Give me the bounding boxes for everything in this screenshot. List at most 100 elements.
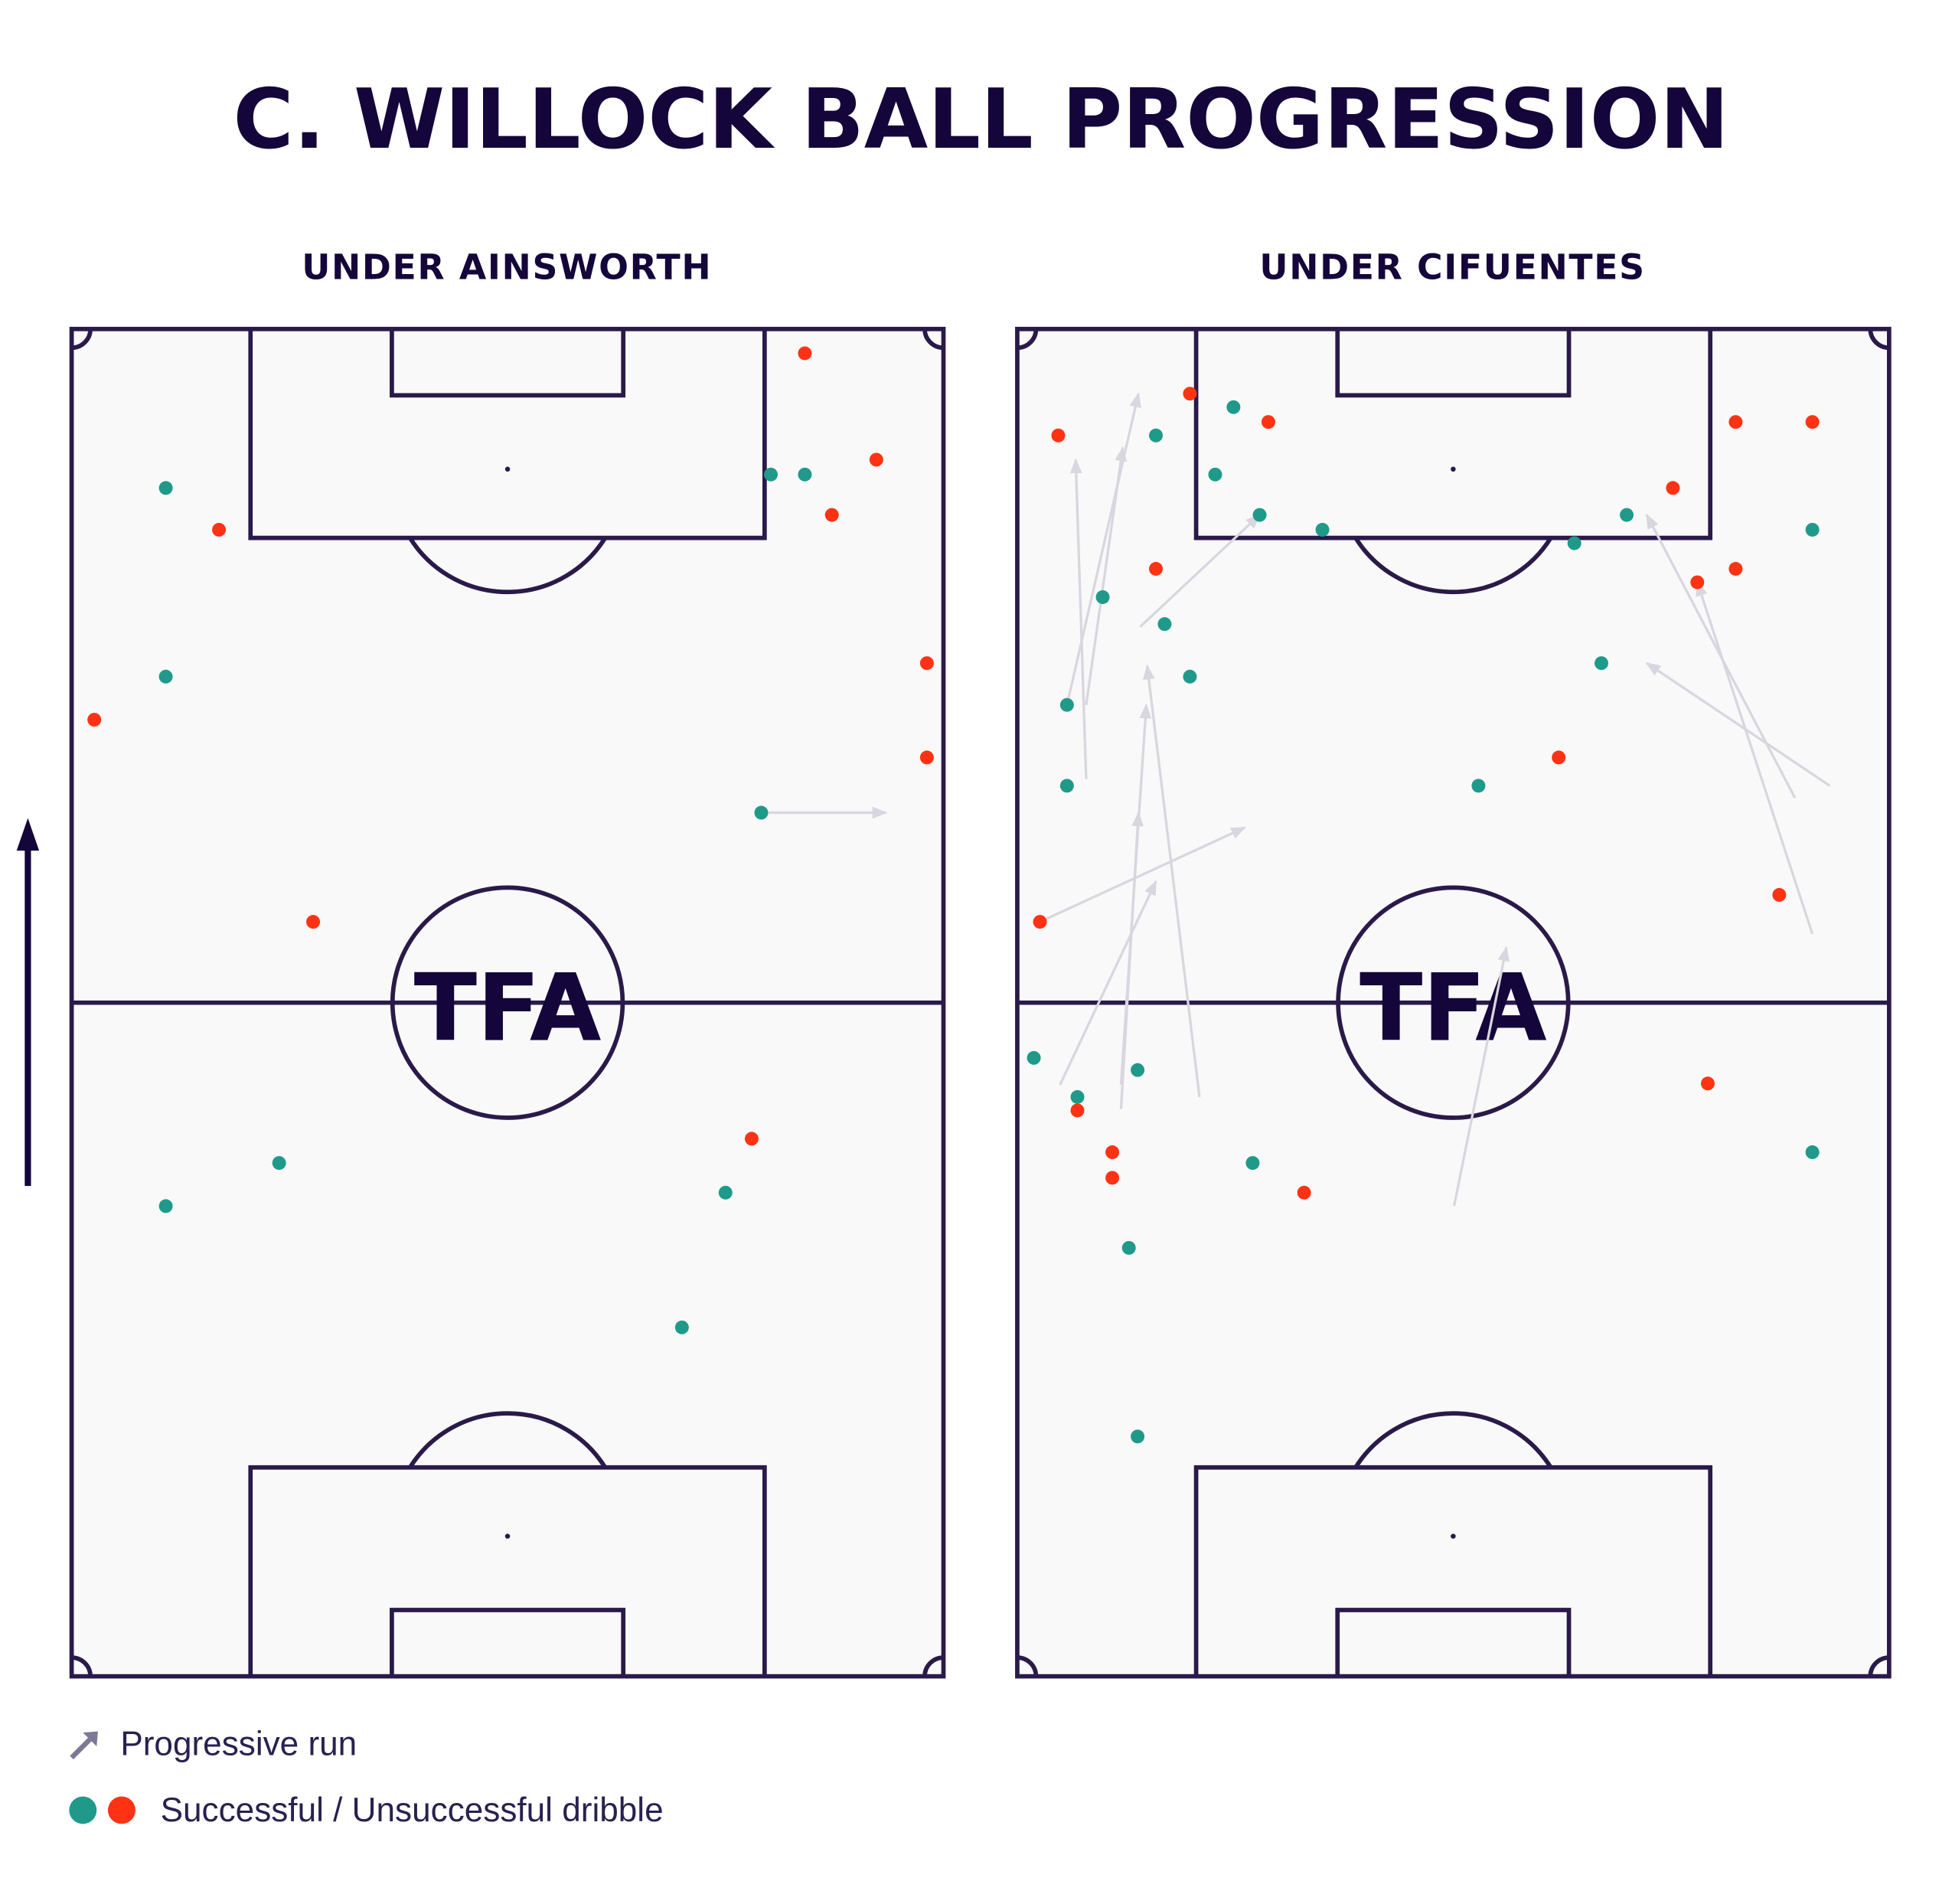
successful-dribble-point (718, 1185, 733, 1200)
progressive-run-arrow (1139, 514, 1261, 628)
legend-dribble-label: Successful / Unsuccessful dribble (161, 1791, 664, 1829)
successful-dribble-point (272, 1156, 286, 1171)
corner-arc (71, 328, 93, 351)
successful-dribble-point (1805, 522, 1820, 537)
unsuccessful-dribble-point (1700, 1076, 1715, 1091)
panel-title-ainsworth: UNDER AINSWORTH (302, 247, 712, 287)
progressive-run-arrow (1119, 811, 1144, 1109)
tfa-logo: TFA (1360, 955, 1547, 1063)
unsuccessful-dribble-point (919, 656, 934, 671)
six-yard-box-bottom (1335, 1608, 1572, 1677)
unsuccessful-dribble-point (306, 915, 321, 929)
corner-arc (1017, 1655, 1039, 1677)
penalty-spot-top (504, 466, 511, 472)
unsuccessful-dribble-point (869, 452, 883, 467)
unsuccessful-dribble-point (744, 1132, 759, 1146)
penalty-box-top (248, 328, 767, 541)
progressive-run-arrow (1085, 446, 1128, 705)
penalty-arc-top (408, 537, 607, 595)
unsuccessful-dribble-point (212, 522, 227, 537)
pitch-cifuentes: TFA (1015, 326, 1892, 1679)
successful-dribble-point (1805, 1145, 1820, 1160)
corner-arc (1868, 1655, 1890, 1677)
centre-circle (1336, 885, 1571, 1120)
unsuccessful-dribble-point (1149, 562, 1163, 576)
unsuccessful-dribble-point (1105, 1145, 1120, 1160)
six-yard-box-top (390, 328, 626, 398)
progressive-run-arrow (1142, 664, 1201, 1098)
unsuccessful-dribble-point (1051, 428, 1066, 443)
chart-title: C. WILLOCK BALL PROGRESSION (233, 72, 1728, 168)
successful-dribble-point (1121, 1240, 1136, 1255)
successful-dribble-point (1567, 536, 1582, 550)
successful-dribble-point (158, 1199, 173, 1213)
penalty-arc-bottom (1353, 1411, 1553, 1469)
six-yard-box-top (1335, 328, 1572, 398)
unsuccessful-dot-icon (107, 1796, 135, 1824)
successful-dribble-point (764, 467, 778, 482)
six-yard-box-bottom (390, 1608, 626, 1677)
unsuccessful-dribble-point (1772, 887, 1787, 902)
penalty-box-top (1193, 328, 1713, 541)
unsuccessful-dribble-point (1805, 415, 1820, 429)
successful-dribble-point (1095, 589, 1110, 604)
unsuccessful-dribble-point (1728, 562, 1743, 576)
penalty-arc-top (1353, 537, 1553, 595)
progressive-run-arrow (1452, 945, 1510, 1207)
successful-dribble-point (1157, 617, 1172, 632)
successful-dribble-point (1471, 779, 1486, 793)
successful-dribble-point (1208, 467, 1222, 482)
unsuccessful-dribble-point (1666, 481, 1680, 495)
successful-dot-icon (69, 1796, 97, 1824)
attack-direction-arrow-icon (16, 818, 40, 1187)
penalty-spot-bottom (1451, 1533, 1456, 1539)
unsuccessful-dribble-point (1261, 415, 1275, 429)
centre-circle (390, 885, 625, 1120)
run-arrow-icon (70, 1731, 98, 1760)
penalty-box-bottom (1193, 1465, 1713, 1677)
successful-dribble-point (1131, 1429, 1145, 1444)
corner-arc (1017, 328, 1039, 351)
successful-dribble-point (1252, 508, 1267, 522)
progressive-run-arrow (1645, 661, 1831, 787)
corner-arc (1868, 328, 1890, 351)
penalty-spot-top (1451, 466, 1456, 472)
corner-arc (922, 1655, 944, 1677)
unsuccessful-dribble-point (1690, 575, 1705, 589)
progressive-run-arrow (1066, 392, 1141, 706)
successful-dribble-point (1131, 1063, 1145, 1077)
unsuccessful-dribble-point (824, 508, 839, 522)
successful-dribble-point (1620, 508, 1634, 522)
successful-dribble-point (1595, 656, 1608, 671)
successful-dribble-point (1183, 669, 1197, 684)
legend-run-label: Progressive run (120, 1726, 357, 1763)
penalty-arc-bottom (408, 1411, 607, 1469)
successful-dribble-point (1070, 1089, 1085, 1104)
successful-dribble-point (1315, 522, 1330, 537)
unsuccessful-dribble-point (798, 346, 812, 361)
legend: Progressive run Successful / Unsuccessfu… (69, 1726, 664, 1829)
successful-dribble-point (158, 481, 173, 495)
unsuccessful-dribble-point (87, 713, 102, 727)
successful-dribble-point (1245, 1156, 1260, 1171)
successful-dribble-point (1226, 400, 1241, 414)
successful-dribble-point (674, 1320, 689, 1334)
corner-arc (922, 328, 944, 351)
progressive-run-arrow (1039, 826, 1246, 923)
panel-title-cifuentes: UNDER CIFUENTES (1259, 247, 1645, 287)
successful-dribble-point (1149, 428, 1163, 443)
progressive-run-arrow (1696, 580, 1814, 935)
unsuccessful-dribble-point (919, 750, 934, 765)
successful-dribble-point (1027, 1050, 1041, 1065)
unsuccessful-dribble-point (1552, 750, 1566, 765)
pitch-ainsworth: TFA (69, 326, 946, 1679)
successful-dribble-point (754, 805, 769, 820)
unsuccessful-dribble-point (1070, 1103, 1085, 1118)
penalty-box-bottom (248, 1465, 767, 1677)
unsuccessful-dribble-point (1183, 387, 1197, 401)
tfa-logo: TFA (414, 955, 602, 1063)
progressive-run-arrow (1069, 458, 1088, 779)
successful-dribble-point (798, 467, 812, 482)
corner-arc (71, 1655, 93, 1677)
